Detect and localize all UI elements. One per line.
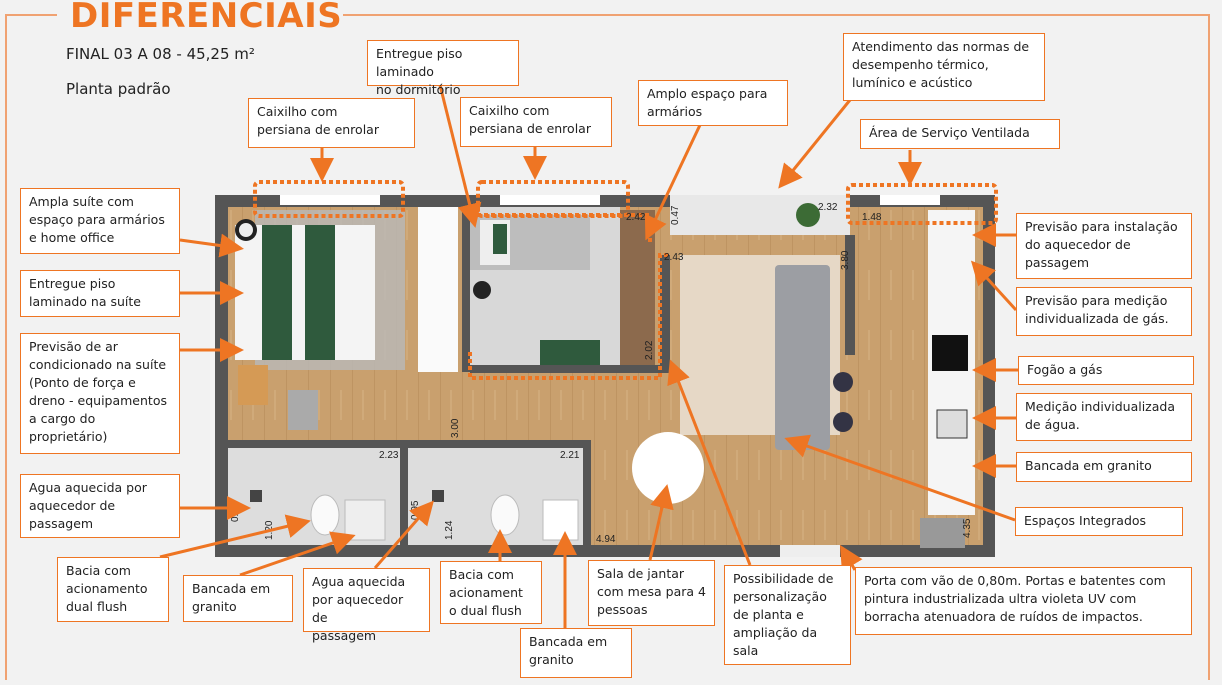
dimension: 2.32: [818, 202, 838, 213]
callout-bancada-1: Bancada em granito: [183, 575, 293, 622]
dimension: 1.48: [862, 212, 882, 223]
highlight-outlines: [253, 180, 998, 380]
unit-label: FINAL 03 A 08 - 45,25 m²: [66, 45, 255, 63]
dimension: 2.42: [626, 212, 646, 223]
dimension: 3.00: [450, 418, 461, 438]
dimension: 2.23: [379, 450, 399, 461]
callout-piso-suite: Entregue piso laminado na suíte: [20, 270, 180, 317]
callout-bancada-2: Bancada em granito: [520, 628, 632, 678]
dining-table: [632, 432, 704, 504]
callout-agua-1: Agua aquecida por aquecedor de passagem: [20, 474, 180, 538]
callout-personalizacao: Possibilidade de personalização de plant…: [724, 565, 851, 665]
plan-type: Planta padrão: [66, 80, 171, 98]
callout-integrados: Espaços Integrados: [1015, 507, 1183, 536]
callout-aquecedor: Previsão para instalação do aquecedor de…: [1016, 213, 1192, 279]
balcony: [670, 195, 850, 235]
sofa: [775, 265, 830, 450]
callout-agua-2: Agua aquecida por aquecedor de passagem: [303, 568, 430, 643]
dimension: 1.24: [444, 520, 455, 540]
dimension: 4.35: [962, 518, 973, 538]
callout-armarios: Amplo espaço para armários: [638, 80, 788, 126]
callout-piso-dormitorio: Entregue piso laminado no dormitório: [367, 40, 519, 97]
cooktop: [932, 335, 968, 371]
callout-caixilho-suite: Caixilho com persiana de enrolar: [248, 98, 415, 148]
dimension: 4.94: [596, 534, 616, 545]
callout-bancada-cozinha: Bancada em granito: [1016, 452, 1192, 482]
dimension: 2.02: [644, 340, 655, 360]
frame-line: [5, 14, 57, 16]
dimension: 2.43: [664, 252, 684, 263]
callout-suite: Ampla suíte com espaço para armários e h…: [20, 188, 180, 254]
page-title: DIFERENCIAIS: [70, 0, 343, 36]
callout-servico: Área de Serviço Ventilada: [860, 119, 1060, 149]
dimension: 0.97: [230, 502, 241, 522]
callout-normas: Atendimento das normas de desempenho tér…: [843, 33, 1045, 101]
frame-line: [5, 14, 7, 680]
dimension: 2.21: [560, 450, 580, 461]
callout-arrows: [159, 84, 1018, 628]
callout-jantar: Sala de jantar com mesa para 4 pessoas: [588, 560, 715, 626]
dimension: 0.47: [670, 205, 681, 225]
callout-ar-condicionado: Previsão de ar condicionado na suíte (Po…: [20, 333, 180, 454]
frame-line: [1208, 14, 1210, 680]
callout-agua-medicao: Medição individualizada de água.: [1016, 393, 1192, 441]
callout-porta: Porta com vão de 0,80m. Portas e batente…: [855, 567, 1192, 635]
callout-bacia-2: Bacia com acionament o dual flush: [440, 561, 542, 624]
callout-bacia-1: Bacia com acionamento dual flush: [57, 557, 169, 622]
wardrobe: [418, 207, 458, 372]
dimension: 3.80: [840, 250, 851, 270]
callout-gas: Previsão para medição individualizada de…: [1016, 287, 1192, 336]
callout-fogao: Fogão a gás: [1018, 356, 1194, 385]
callout-caixilho-dormitorio: Caixilho com persiana de enrolar: [460, 97, 612, 147]
frame-line: [343, 14, 1209, 16]
